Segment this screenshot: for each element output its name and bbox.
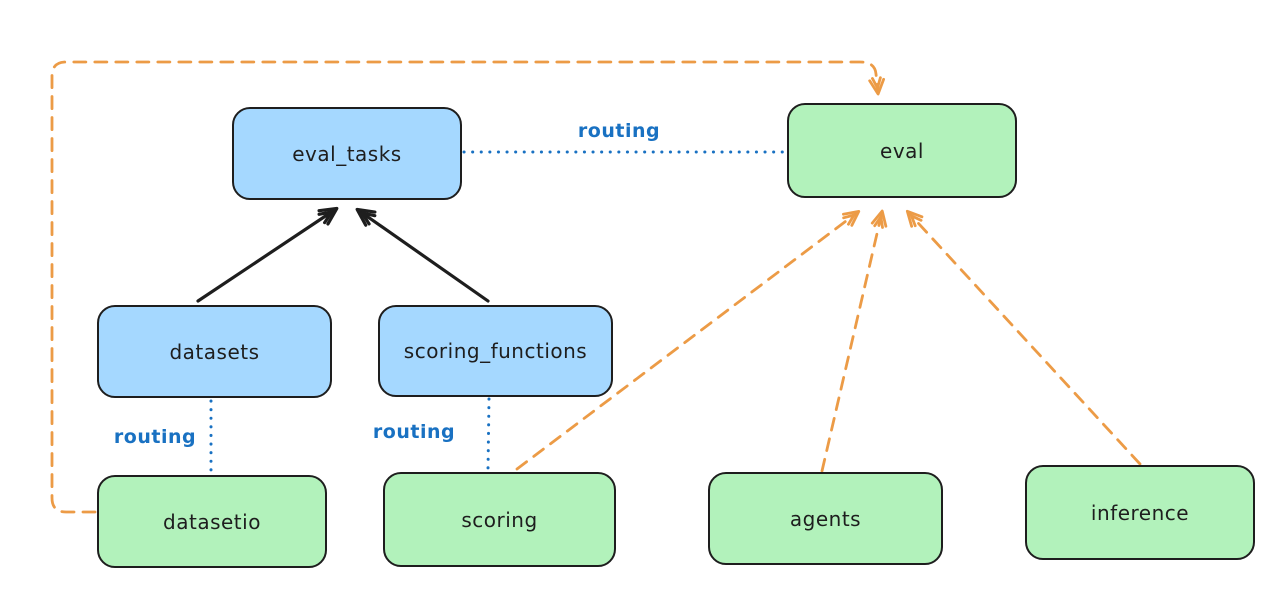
edge-agents-to-eval — [820, 209, 888, 473]
node-label-scoring: scoring — [461, 507, 538, 532]
node-label-eval-tasks: eval_tasks — [292, 141, 402, 166]
node-label-agents: agents — [789, 506, 862, 531]
node-eval-tasks: eval_tasks — [232, 107, 462, 200]
node-label-eval: eval — [880, 138, 924, 163]
node-datasetio: datasetio — [97, 475, 327, 568]
node-label-scoring-functions: scoring_functions — [403, 339, 588, 363]
edge-scoring-to-eval — [515, 209, 861, 471]
edge-scoring-functions-to-eval-tasks — [355, 207, 490, 303]
node-label-datasets: datasets — [169, 339, 260, 364]
edge-label-routing-scoring-functions-scoring: routing — [372, 421, 456, 443]
node-label-inference: inference — [1090, 500, 1190, 525]
node-scoring: scoring — [383, 472, 616, 567]
edge-datasets-to-eval-tasks — [196, 206, 339, 303]
node-agents: agents — [708, 472, 943, 565]
node-inference: inference — [1025, 465, 1255, 560]
edge-scoring-functions-to-scoring-routing — [486, 397, 491, 471]
node-datasets: datasets — [97, 305, 332, 398]
node-scoring-functions: scoring_functions — [378, 305, 613, 397]
edge-label-routing-datasets-datasetio: routing — [113, 426, 197, 448]
edge-datasetio-to-eval — [50, 60, 886, 514]
edge-label-routing-eval-tasks-eval: routing — [577, 120, 661, 142]
edge-inference-to-eval — [905, 209, 1142, 466]
node-label-datasetio: datasetio — [163, 509, 261, 534]
node-eval: eval — [787, 103, 1017, 198]
